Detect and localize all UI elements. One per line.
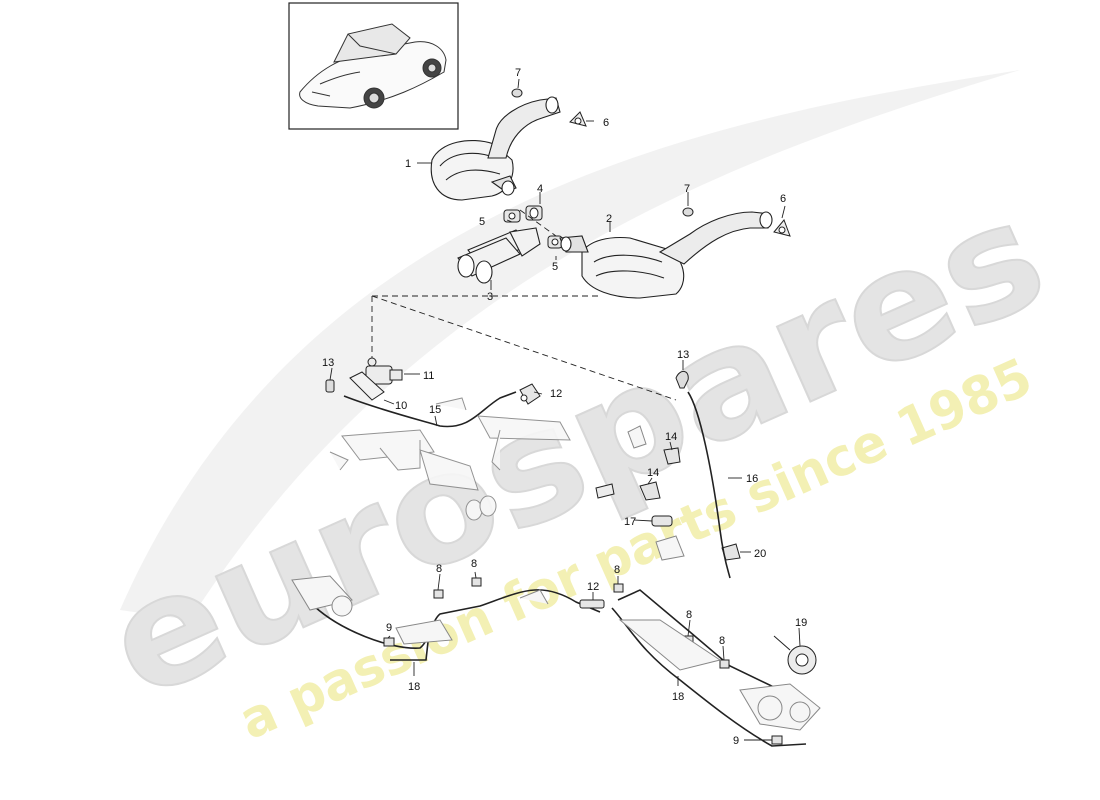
callout-4: 4 xyxy=(537,183,543,195)
callout-6-right: 6 xyxy=(780,193,786,205)
callout-3: 3 xyxy=(487,291,493,303)
callout-5-left: 5 xyxy=(479,216,485,228)
clip-14-upper xyxy=(663,447,681,465)
callout-8-d: 8 xyxy=(686,609,692,621)
callout-11: 11 xyxy=(423,370,434,382)
clamp-5-right xyxy=(547,235,563,249)
callout-14-lower: 14 xyxy=(647,467,659,479)
watermark: eurospares a passion for parts since 198… xyxy=(83,70,1069,752)
callout-13-left: 13 xyxy=(322,357,334,369)
callout-19: 19 xyxy=(795,617,807,629)
callout-17: 17 xyxy=(624,516,636,528)
callout-5-right: 5 xyxy=(552,261,558,273)
rear-silencer-right xyxy=(559,211,773,299)
callout-16: 16 xyxy=(746,473,758,485)
vehicle-thumbnail xyxy=(288,2,459,130)
leader-lines xyxy=(329,78,801,741)
callout-15: 15 xyxy=(429,404,441,416)
callout-2: 2 xyxy=(606,213,612,225)
callout-6-top: 6 xyxy=(603,117,609,129)
callout-7-right: 7 xyxy=(684,183,690,195)
underbody-right-outline xyxy=(618,619,821,731)
tailpipe-trim xyxy=(457,227,541,284)
screw-13-right xyxy=(675,371,689,389)
nut-7-top xyxy=(511,88,523,98)
callout-13-right: 13 xyxy=(677,349,689,361)
vacuum-line-15 xyxy=(343,391,517,428)
callout-18-left: 18 xyxy=(408,681,420,693)
callout-9-right: 9 xyxy=(733,735,739,747)
exhaust-assembly-outline xyxy=(329,397,571,521)
grommet-17 xyxy=(651,515,673,527)
gasket-6-top xyxy=(569,111,587,127)
callout-numbers: 7 6 1 4 5 3 7 6 2 5 13 11 10 12 13 15 14… xyxy=(322,67,807,747)
sensor-plug xyxy=(595,483,615,499)
underbody-left-outline xyxy=(291,575,549,645)
callout-18-right: 18 xyxy=(672,691,684,703)
callout-8-c: 8 xyxy=(614,564,620,576)
car-icon xyxy=(299,23,447,109)
callout-12-upper: 12 xyxy=(550,388,562,400)
callout-8-b: 8 xyxy=(471,558,477,570)
callout-10: 10 xyxy=(395,400,407,412)
clip-14-lower xyxy=(639,481,661,501)
bracket-outline xyxy=(627,425,685,561)
callout-8-e: 8 xyxy=(719,635,725,647)
clamp-4 xyxy=(525,205,543,221)
vacuum-actuator-19 xyxy=(773,635,817,675)
rear-silencer-left xyxy=(430,96,561,201)
screw-13-left xyxy=(325,379,335,393)
bracket-10 xyxy=(349,371,385,401)
nut-7-right xyxy=(682,207,694,217)
callout-20: 20 xyxy=(754,548,766,560)
vacuum-line-16 xyxy=(687,391,731,579)
clamp-5-left xyxy=(503,209,521,223)
connector-12-lower xyxy=(579,599,605,609)
callout-12-lower: 12 xyxy=(587,581,599,593)
callout-8-a: 8 xyxy=(436,563,442,575)
callout-9-left: 9 xyxy=(386,622,392,634)
callout-7-top: 7 xyxy=(515,67,521,79)
callout-14-upper: 14 xyxy=(665,431,677,443)
callout-1: 1 xyxy=(405,158,411,170)
connector-12-upper xyxy=(519,383,541,405)
watermark-swoosh xyxy=(120,70,1020,620)
gasket-6-right xyxy=(773,219,791,237)
vacuum-line-18-right xyxy=(611,589,807,747)
